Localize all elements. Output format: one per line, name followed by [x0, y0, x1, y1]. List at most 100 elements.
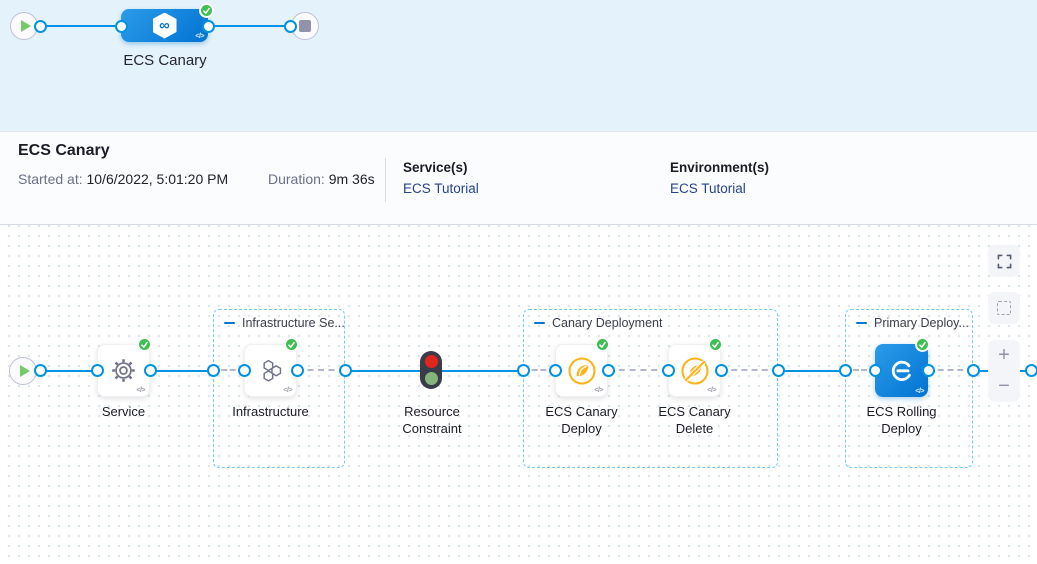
dashed-connector: [928, 369, 973, 371]
connector-line: [208, 24, 290, 27]
graph-start-node[interactable]: [9, 357, 37, 385]
connector-point: [771, 363, 785, 377]
dashed-connector: [297, 369, 345, 371]
step-node-ecs-rolling-deploy[interactable]: </>: [875, 344, 928, 397]
connector-point: [201, 19, 215, 33]
play-icon: [20, 20, 31, 32]
connector-line: [150, 369, 213, 372]
traffic-light-green-icon: [424, 372, 438, 385]
fullscreen-icon: [997, 254, 1011, 268]
started-at: Started at: 10/6/2022, 5:01:20 PM: [18, 171, 228, 187]
connector-line: [40, 369, 97, 372]
group-label: Canary Deployment: [552, 316, 663, 330]
step-label: Service: [101, 404, 146, 419]
started-at-value: 10/6/2022, 5:01:20 PM: [86, 171, 229, 187]
hexagons-icon: [263, 359, 282, 382]
canary-delete-icon: [680, 356, 709, 385]
dashed-connector: [523, 369, 555, 371]
success-check-icon: [199, 3, 214, 18]
connector-point: [33, 363, 47, 377]
dashed-connector: [845, 369, 875, 371]
connector-point: [661, 363, 675, 377]
success-check-icon: [708, 337, 723, 352]
fullscreen-button[interactable]: [988, 245, 1020, 277]
divider: [385, 158, 386, 202]
code-icon: </>: [594, 387, 603, 394]
hexagon-infinity-icon: ∞: [152, 12, 177, 39]
connector-point: [868, 363, 882, 377]
mini-stage-label: ECS Canary: [123, 52, 207, 69]
connector-point: [114, 19, 128, 33]
connector-point: [516, 363, 530, 377]
step-label: Resource Constraint: [402, 404, 462, 436]
group-collapse-toggle[interactable]: Primary Deploy...: [856, 316, 969, 330]
services-link[interactable]: ECS Tutorial: [403, 181, 479, 196]
connector-point: [290, 363, 304, 377]
code-icon: </>: [136, 387, 145, 394]
step-node-service[interactable]: </>: [97, 344, 150, 397]
step-label: ECS Canary Deploy: [545, 404, 618, 436]
duration-label: Duration:: [268, 171, 325, 187]
connector-point: [283, 19, 297, 33]
collapse-minus-icon: [856, 322, 867, 324]
connector-point: [838, 363, 852, 377]
play-icon: [19, 365, 30, 377]
connector-point: [921, 363, 935, 377]
connector-point: [206, 363, 220, 377]
connector-point: [966, 363, 980, 377]
group-infrastructure-section: Infrastructure Se...: [213, 309, 345, 468]
dashed-connector: [213, 369, 244, 371]
code-icon: </>: [915, 388, 924, 395]
connector-point: [714, 363, 728, 377]
connector-line: [40, 24, 121, 27]
connector-point: [548, 363, 562, 377]
success-check-icon: [137, 337, 152, 352]
stop-icon: [299, 20, 311, 32]
execution-graph-canvas[interactable]: Infrastructure Se... Canary Deployment P…: [0, 225, 1037, 563]
group-canary-deployment: Canary Deployment: [523, 309, 778, 468]
environments-link[interactable]: ECS Tutorial: [670, 181, 746, 196]
code-icon: </>: [707, 387, 716, 394]
collapse-minus-icon: [534, 322, 545, 324]
zoom-in-button[interactable]: +: [998, 344, 1010, 366]
zoom-out-button[interactable]: −: [998, 375, 1010, 397]
connector-point: [33, 19, 47, 33]
collapse-minus-icon: [224, 322, 235, 324]
dashed-connector: [721, 369, 778, 371]
step-label: ECS Rolling Deploy: [866, 404, 937, 436]
connector-point: [90, 363, 104, 377]
execution-summary-bar: ECS Canary Started at: 10/6/2022, 5:01:2…: [0, 131, 1037, 225]
started-at-label: Started at:: [18, 171, 83, 187]
success-check-icon: [915, 337, 930, 352]
group-collapse-toggle[interactable]: Canary Deployment: [534, 316, 662, 330]
stage-title: ECS Canary: [18, 142, 110, 159]
marquee-select-icon: [997, 301, 1011, 315]
dashed-connector: [608, 369, 668, 371]
connector-point: [143, 363, 157, 377]
pipeline-mini-map: ∞ </> ECS Canary: [0, 0, 1037, 131]
canary-icon: [567, 356, 596, 385]
code-icon: </>: [283, 387, 292, 394]
connector-point: [1024, 363, 1037, 377]
step-node-infrastructure[interactable]: </>: [244, 344, 297, 397]
group-label: Infrastructure Se...: [242, 316, 345, 330]
duration: Duration: 9m 36s: [268, 171, 375, 187]
connector-line: [778, 369, 845, 372]
resource-constraint-node[interactable]: [420, 351, 442, 389]
step-node-ecs-canary-delete[interactable]: </>: [668, 344, 721, 397]
group-collapse-toggle[interactable]: Infrastructure Se...: [224, 316, 345, 330]
connector-point: [338, 363, 352, 377]
code-icon: </>: [195, 33, 204, 40]
marquee-select-button[interactable]: [988, 292, 1020, 324]
connector-point: [237, 363, 251, 377]
mini-stage-node-ecs-canary[interactable]: ∞ </>: [121, 3, 214, 42]
step-node-ecs-canary-deploy[interactable]: </>: [555, 344, 608, 397]
success-check-icon: [595, 337, 610, 352]
gear-icon: [112, 359, 135, 382]
pipeline-start-node[interactable]: [10, 12, 38, 40]
group-primary-deployment: Primary Deploy...: [845, 309, 973, 468]
ecs-icon: [891, 360, 911, 381]
services-label: Service(s): [403, 160, 468, 175]
environments-label: Environment(s): [670, 160, 770, 175]
connector-point: [601, 363, 615, 377]
